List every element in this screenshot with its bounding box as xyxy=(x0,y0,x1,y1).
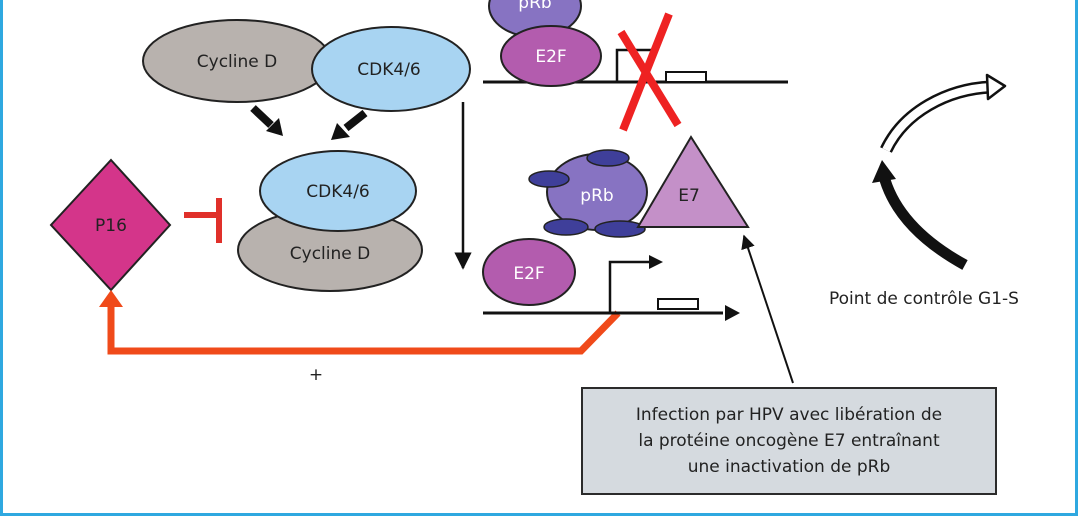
info-text: Infection par HPV avec libération de la … xyxy=(635,405,943,477)
prb-dot-2 xyxy=(586,149,630,167)
prb-dot-1 xyxy=(528,170,570,188)
p16-label: P16 xyxy=(95,216,127,236)
checkpoint-label: Point de contrôle G1-S xyxy=(829,289,1019,309)
e2f-bottom-shape xyxy=(482,238,576,306)
checkpoint-white-arrow xyxy=(880,73,1007,154)
bottom-promoter xyxy=(608,260,651,313)
e7-label: E7 xyxy=(678,186,700,206)
cycline-d-top-label: Cycline D xyxy=(197,52,277,72)
bottom-promoter-arrowhead xyxy=(649,255,663,269)
cycline-d-complex-label: Cycline D xyxy=(290,244,370,264)
checkpoint-black-arrow xyxy=(872,160,968,270)
prb-dot-3 xyxy=(543,218,589,236)
binding-arrow-left xyxy=(250,105,283,136)
bottom-gene-box xyxy=(657,298,699,310)
e2f-bottom-label: E2F xyxy=(513,264,544,284)
binding-arrow-right xyxy=(331,109,368,140)
plus-sign: + xyxy=(309,365,323,385)
top-promoter xyxy=(615,48,653,82)
prb-bottom-label: pRb xyxy=(580,186,613,206)
e2f-top-shape xyxy=(500,25,602,87)
cdk46-complex-label: CDK4/6 xyxy=(306,182,369,202)
info-pointer-arrow xyxy=(741,234,794,384)
inhibition-symbol xyxy=(184,198,222,243)
cdk46-top-shape xyxy=(311,26,471,112)
feedback-arrow xyxy=(99,290,621,355)
prb-top-label: pRb xyxy=(518,0,551,13)
bottom-dna-arrowhead xyxy=(725,305,740,321)
cdk46-complex-shape xyxy=(259,150,417,232)
cell-cycle-diagram: Cycline D CDK4/6 CDK4/6 Cycline D P16 + … xyxy=(49,0,1019,385)
prb-dot-4 xyxy=(594,220,646,238)
e2f-top-label: E2F xyxy=(535,47,566,67)
e7-triangle xyxy=(636,135,750,228)
blocked-cross xyxy=(617,12,682,132)
cdk46-top-label: CDK4/6 xyxy=(357,60,420,80)
top-gene-box xyxy=(665,71,707,83)
info-box: Infection par HPV avec libération de la … xyxy=(581,387,997,495)
